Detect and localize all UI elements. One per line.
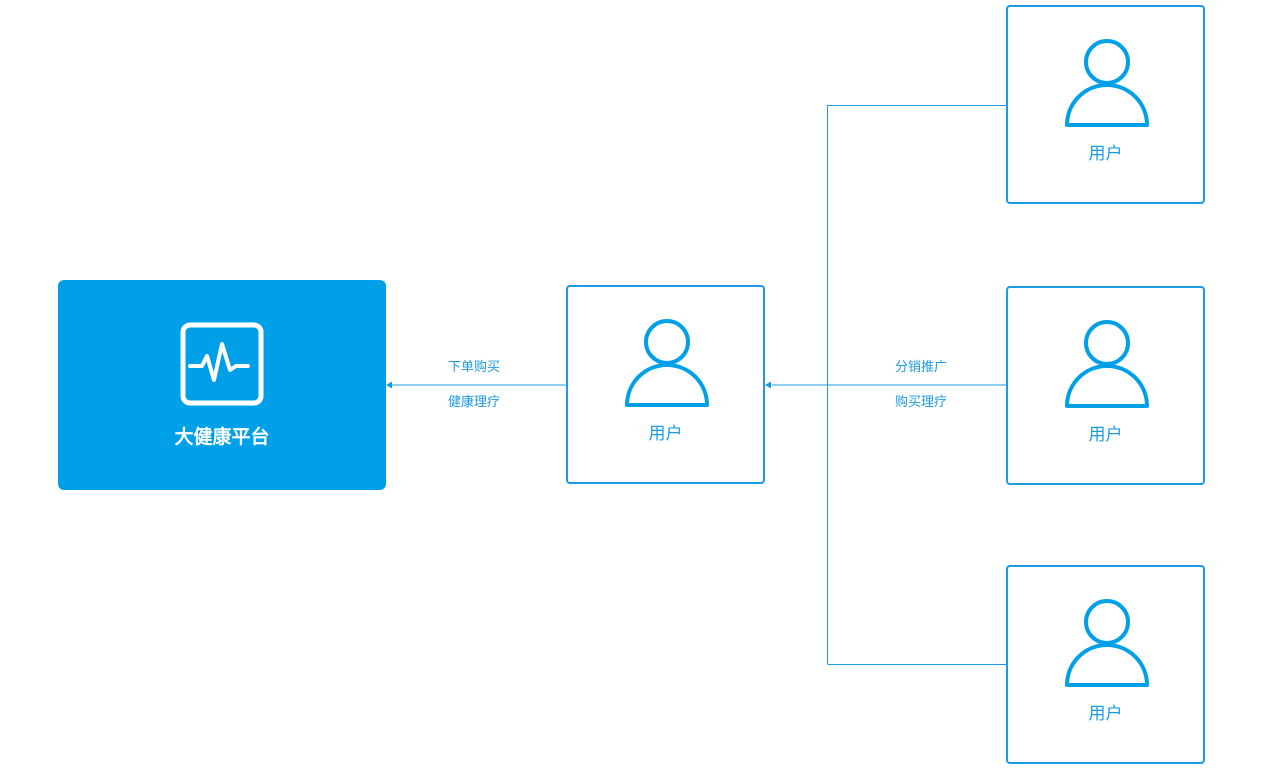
user-label: 用户 (1088, 425, 1123, 445)
arrowhead-platform (386, 381, 392, 389)
edge-label-purchase-therapy: 购买理疗 (895, 395, 948, 410)
user-icon (1065, 320, 1149, 408)
user-label: 用户 (1088, 144, 1123, 164)
user-node-top: 用户 (1006, 5, 1205, 204)
user-label: 用户 (1088, 704, 1123, 724)
heartbeat-monitor-icon (180, 322, 264, 406)
platform-node (58, 280, 386, 490)
arrowhead-center-user (765, 381, 771, 389)
user-icon (1065, 599, 1149, 687)
user-node-middle: 用户 (1006, 286, 1205, 485)
user-label: 用户 (648, 424, 683, 444)
user-node-center: 用户 (566, 285, 765, 484)
edge-label-distribution: 分销推广 (895, 360, 948, 375)
platform-label: 大健康平台 (174, 426, 270, 448)
user-icon (625, 319, 709, 407)
user-node-bottom: 用户 (1006, 565, 1205, 764)
edge-label-order-purchase: 下单购买 (448, 360, 501, 375)
edge-label-health-therapy: 健康理疗 (448, 395, 501, 410)
user-icon (1065, 39, 1149, 127)
